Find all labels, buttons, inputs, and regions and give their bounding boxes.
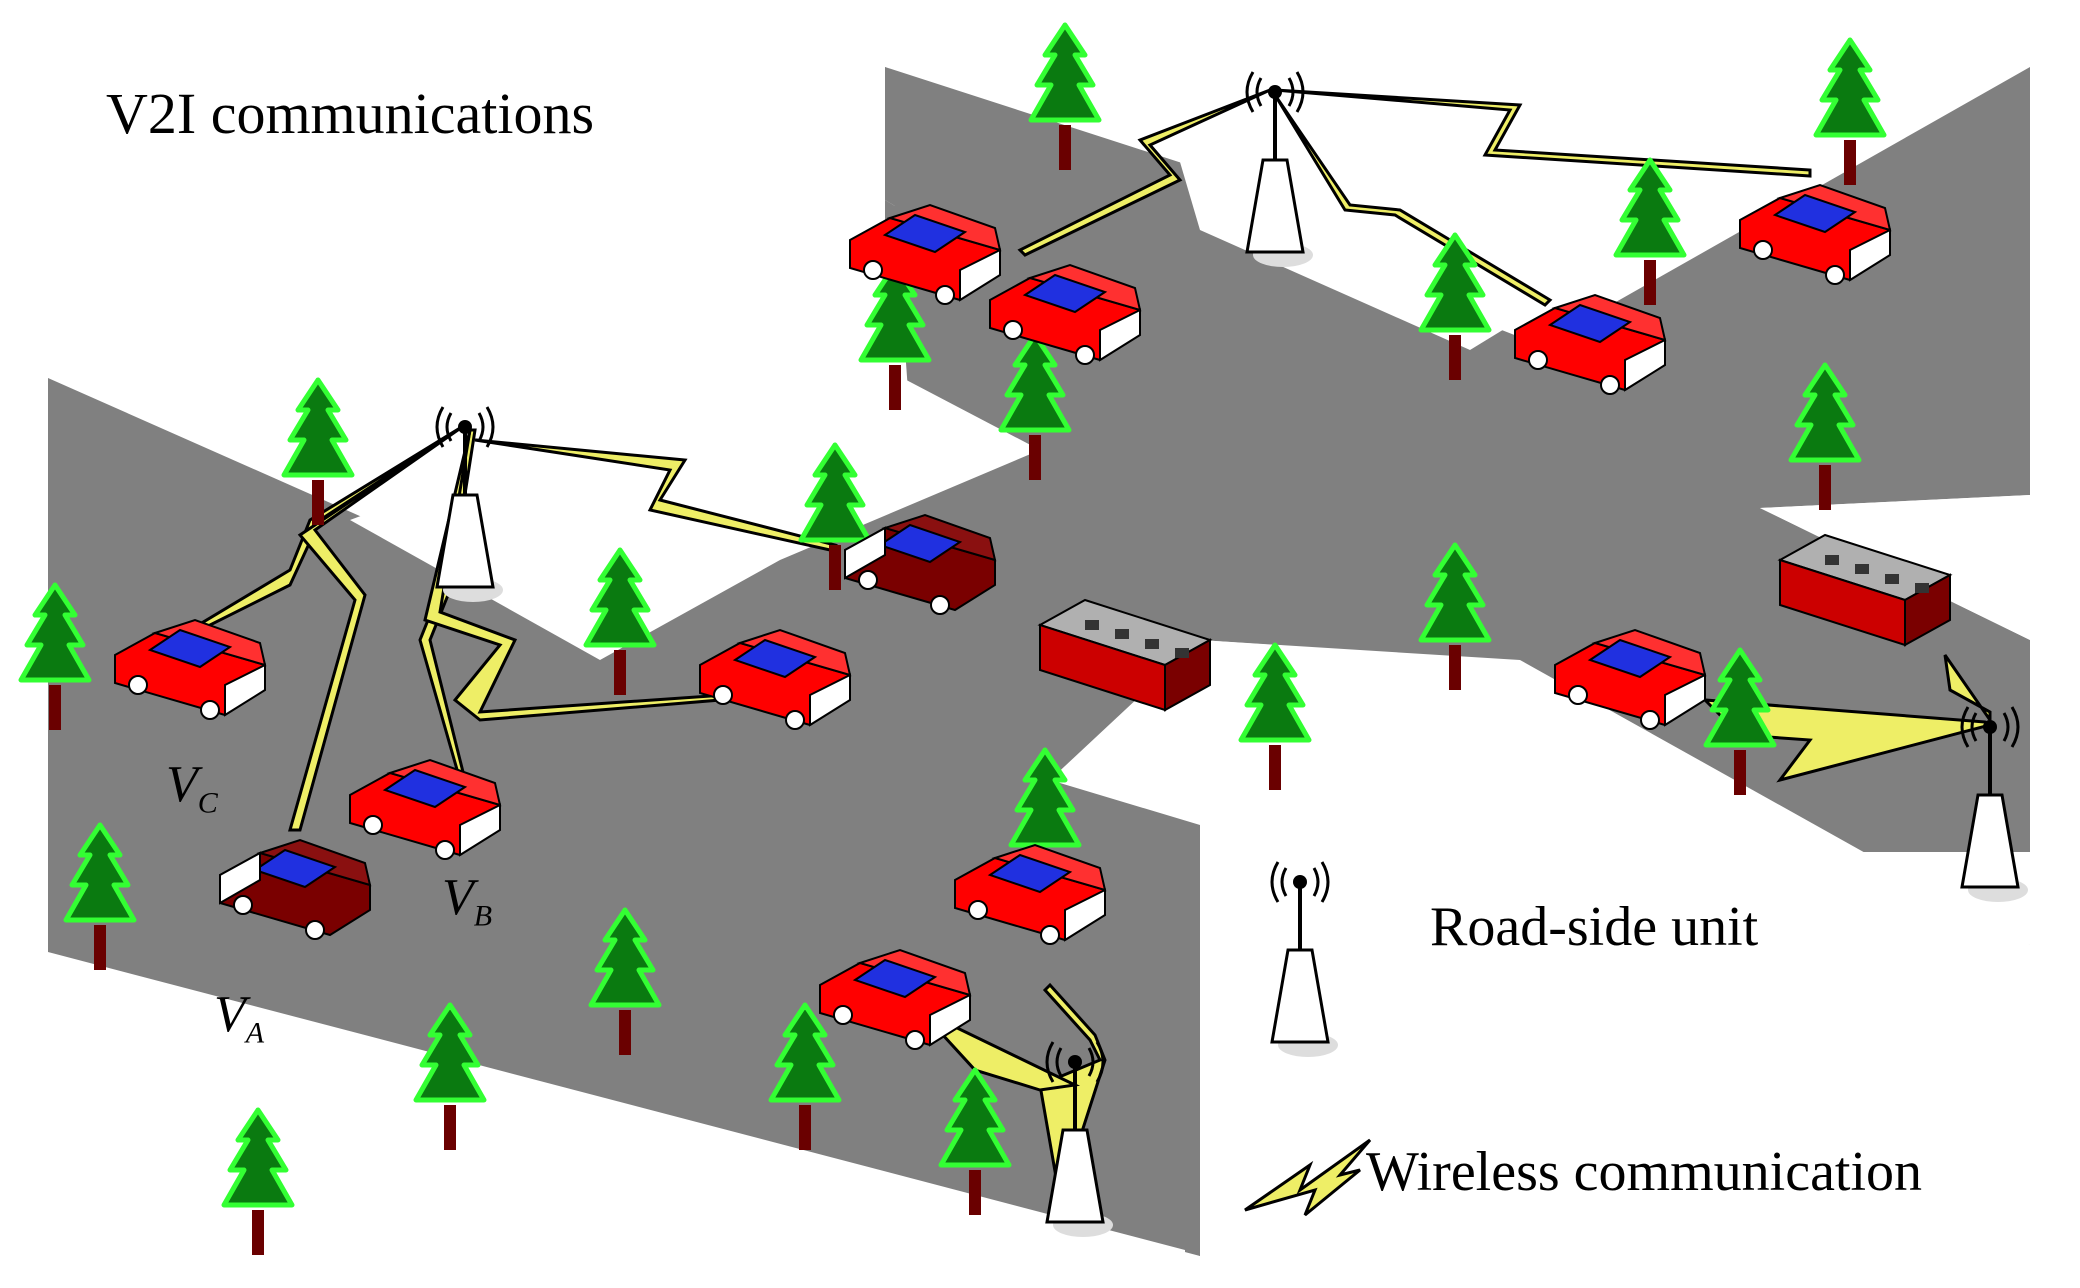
legend-lightning-icon — [1244, 1138, 1372, 1217]
legend-wireless-label: Wireless communication — [1366, 1141, 1923, 1203]
sidewalk-areas — [48, 60, 2030, 1256]
vehicle-label-vb: VB — [442, 869, 493, 933]
vehicle-label-va: VA — [214, 986, 265, 1050]
legend-rsu-label: Road-side unit — [1430, 896, 1759, 958]
diagram-title: V2I communications — [106, 81, 595, 146]
vehicle-label-vc: VC — [166, 756, 218, 820]
